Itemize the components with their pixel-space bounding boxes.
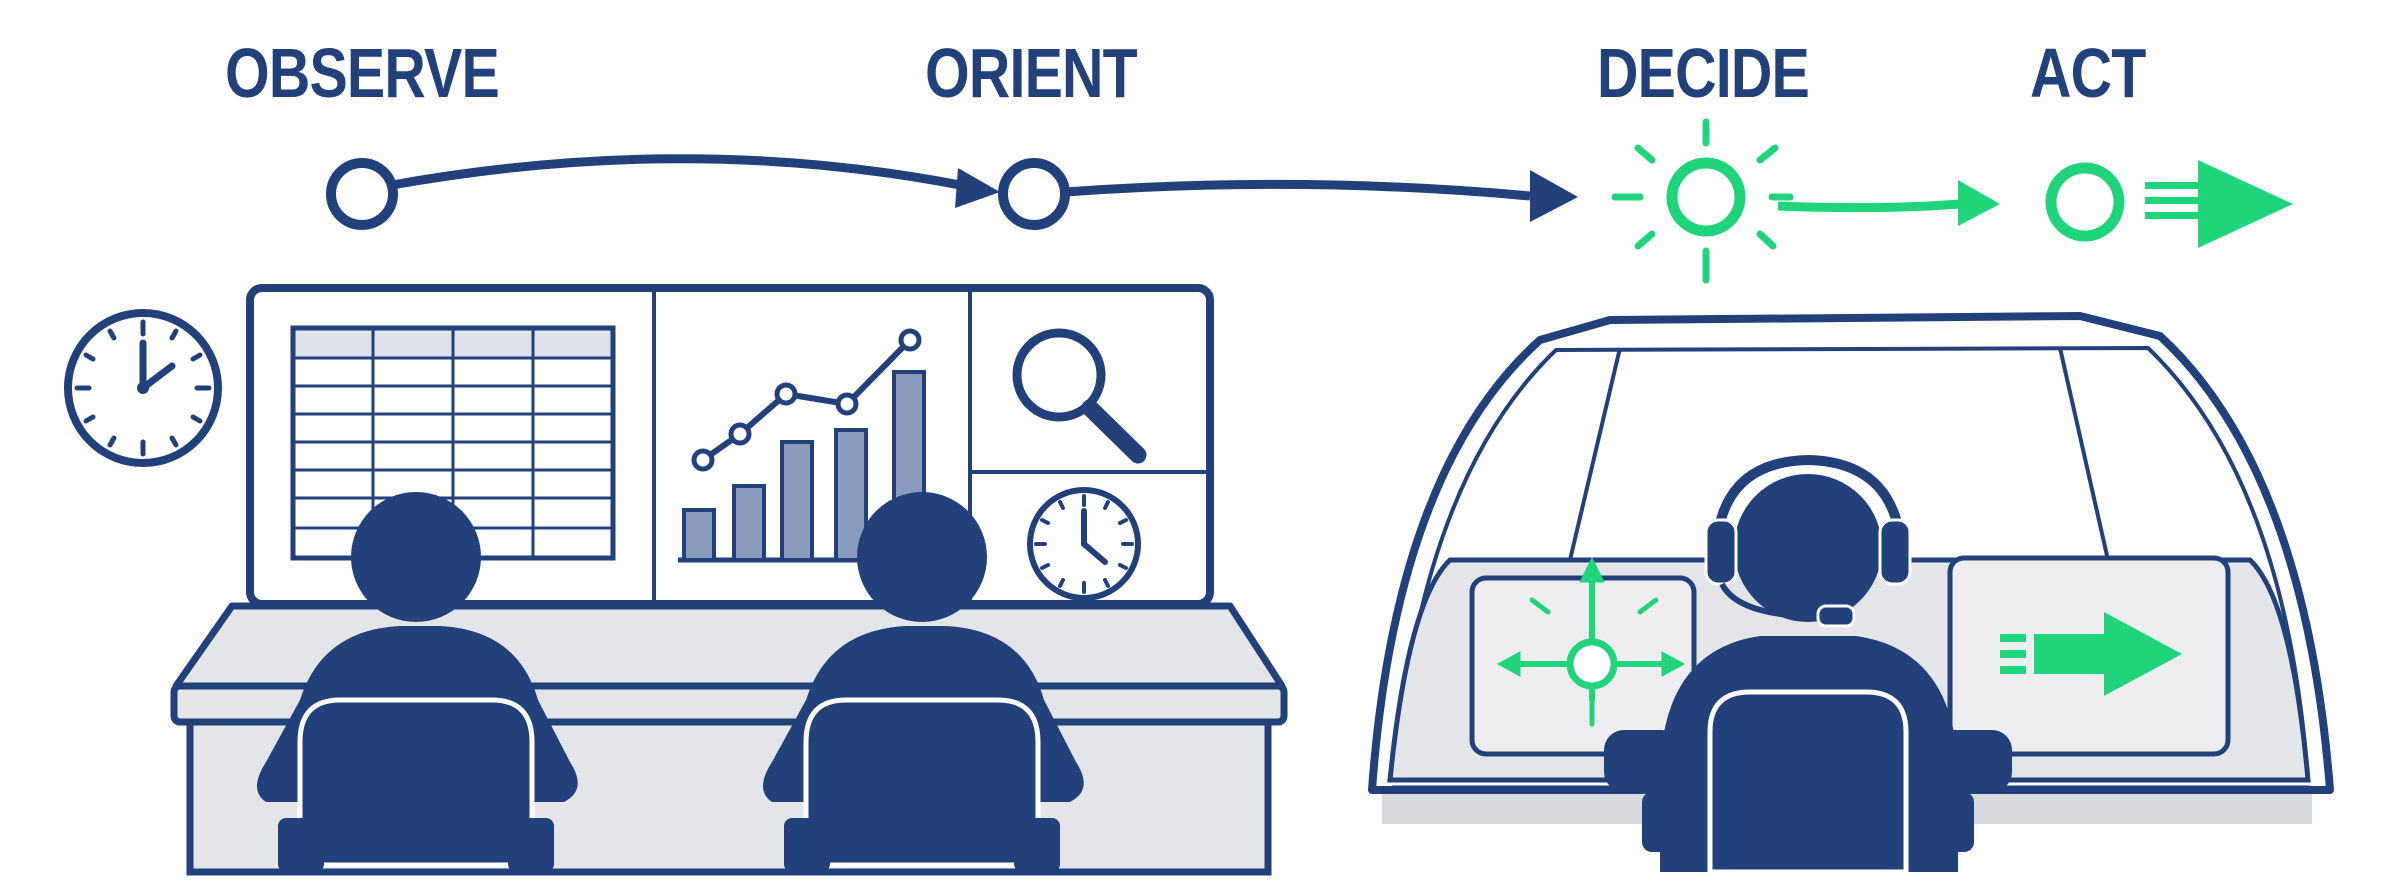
decide-rays — [1611, 118, 1794, 284]
stage-decide-label: DECIDE — [1597, 34, 1810, 112]
observe-to-orient-arrow — [391, 154, 986, 195]
wall-clock-icon — [64, 309, 222, 467]
cockpit — [1368, 312, 2334, 875]
orient-to-decide-arrow — [1064, 179, 1531, 201]
magnifier-icon — [1012, 328, 1147, 464]
act-node — [2045, 162, 2125, 242]
stage-observe-label: OBSERVE — [225, 34, 500, 112]
small-clock-icon — [1027, 487, 1141, 601]
pilot-person — [1604, 454, 2012, 875]
decide-to-act-arrow — [1777, 199, 1961, 213]
stage-act-label: ACT — [2030, 34, 2146, 112]
orient-node — [998, 158, 1070, 230]
decide-to-act-arrowhead — [1958, 180, 2000, 226]
orient-to-decide-arrowhead — [1530, 170, 1578, 222]
ooda-timeline — [326, 118, 2293, 284]
crosshair-arrows-icon — [1496, 556, 1686, 727]
headset-right-cup — [1878, 518, 1912, 586]
observe-to-orient-arrowhead — [955, 168, 1000, 208]
act-fast-forward-icon — [2145, 160, 2293, 248]
stage-orient-label: ORIENT — [925, 34, 1138, 112]
operator-person-2 — [763, 492, 1084, 872]
operator-person-1 — [257, 492, 578, 872]
observe-node — [326, 158, 398, 230]
decide-node — [1611, 118, 1794, 284]
fast-forward-arrow-icon — [2000, 612, 2182, 696]
headset-left-cup — [1704, 518, 1738, 586]
